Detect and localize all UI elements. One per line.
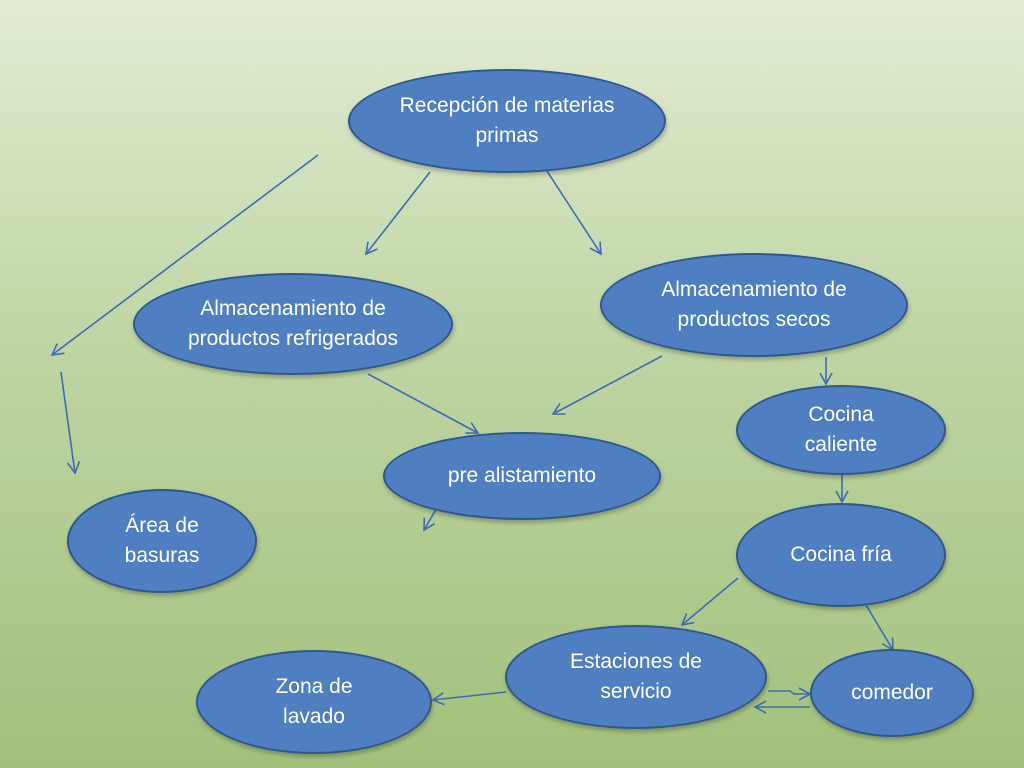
node-label: Cocina caliente bbox=[804, 403, 878, 456]
node-estaciones-servicio: Estaciones de servicio bbox=[505, 625, 767, 729]
arrow-cocina-fria-to-estaciones bbox=[680, 577, 739, 627]
node-recepcion-materias-primas: Recepción de materias primas bbox=[348, 69, 666, 173]
node-label: comedor bbox=[851, 681, 933, 704]
arrow-recepcion-to-refrigerados bbox=[364, 171, 431, 256]
arrow-secos-to-pre-alistamiento bbox=[551, 355, 663, 415]
arrow-estaciones-to-zona-lavado bbox=[431, 691, 507, 706]
node-label: Zona de lavado bbox=[275, 675, 353, 728]
node-label: Cocina fría bbox=[790, 543, 892, 566]
node-pre-alistamiento: pre alistamiento bbox=[383, 432, 661, 520]
node-zona-lavado: Zona de lavado bbox=[196, 650, 432, 754]
node-label: Estaciones de servicio bbox=[570, 650, 702, 703]
node-cocina-fria: Cocina fría bbox=[736, 503, 946, 607]
node-almacenamiento-refrigerados: Almacenamiento de productos refrigerados bbox=[133, 273, 453, 375]
arrow-to-area-basuras bbox=[60, 371, 81, 475]
node-area-basuras: Área de basuras bbox=[67, 489, 257, 593]
node-label: Área de basuras bbox=[124, 514, 200, 567]
arrow-recepcion-to-basuras-diagonal bbox=[50, 154, 319, 357]
arrow-refrigerados-to-pre-alistamiento bbox=[367, 373, 480, 434]
node-label: Recepción de materias primas bbox=[399, 94, 615, 147]
node-cocina-caliente: Cocina caliente bbox=[736, 385, 946, 475]
node-almacenamiento-secos: Almacenamiento de productos secos bbox=[600, 253, 908, 357]
node-label: pre alistamiento bbox=[447, 464, 597, 487]
node-label: Almacenamiento de productos secos bbox=[661, 278, 847, 331]
arrow-estaciones-to-comedor bbox=[768, 687, 812, 701]
arrow-recepcion-to-secos bbox=[544, 167, 602, 256]
node-label: Almacenamiento de productos refrigerados bbox=[187, 297, 399, 350]
arrow-cocina-fria-to-comedor bbox=[865, 604, 894, 652]
node-comedor: comedor bbox=[810, 649, 974, 737]
